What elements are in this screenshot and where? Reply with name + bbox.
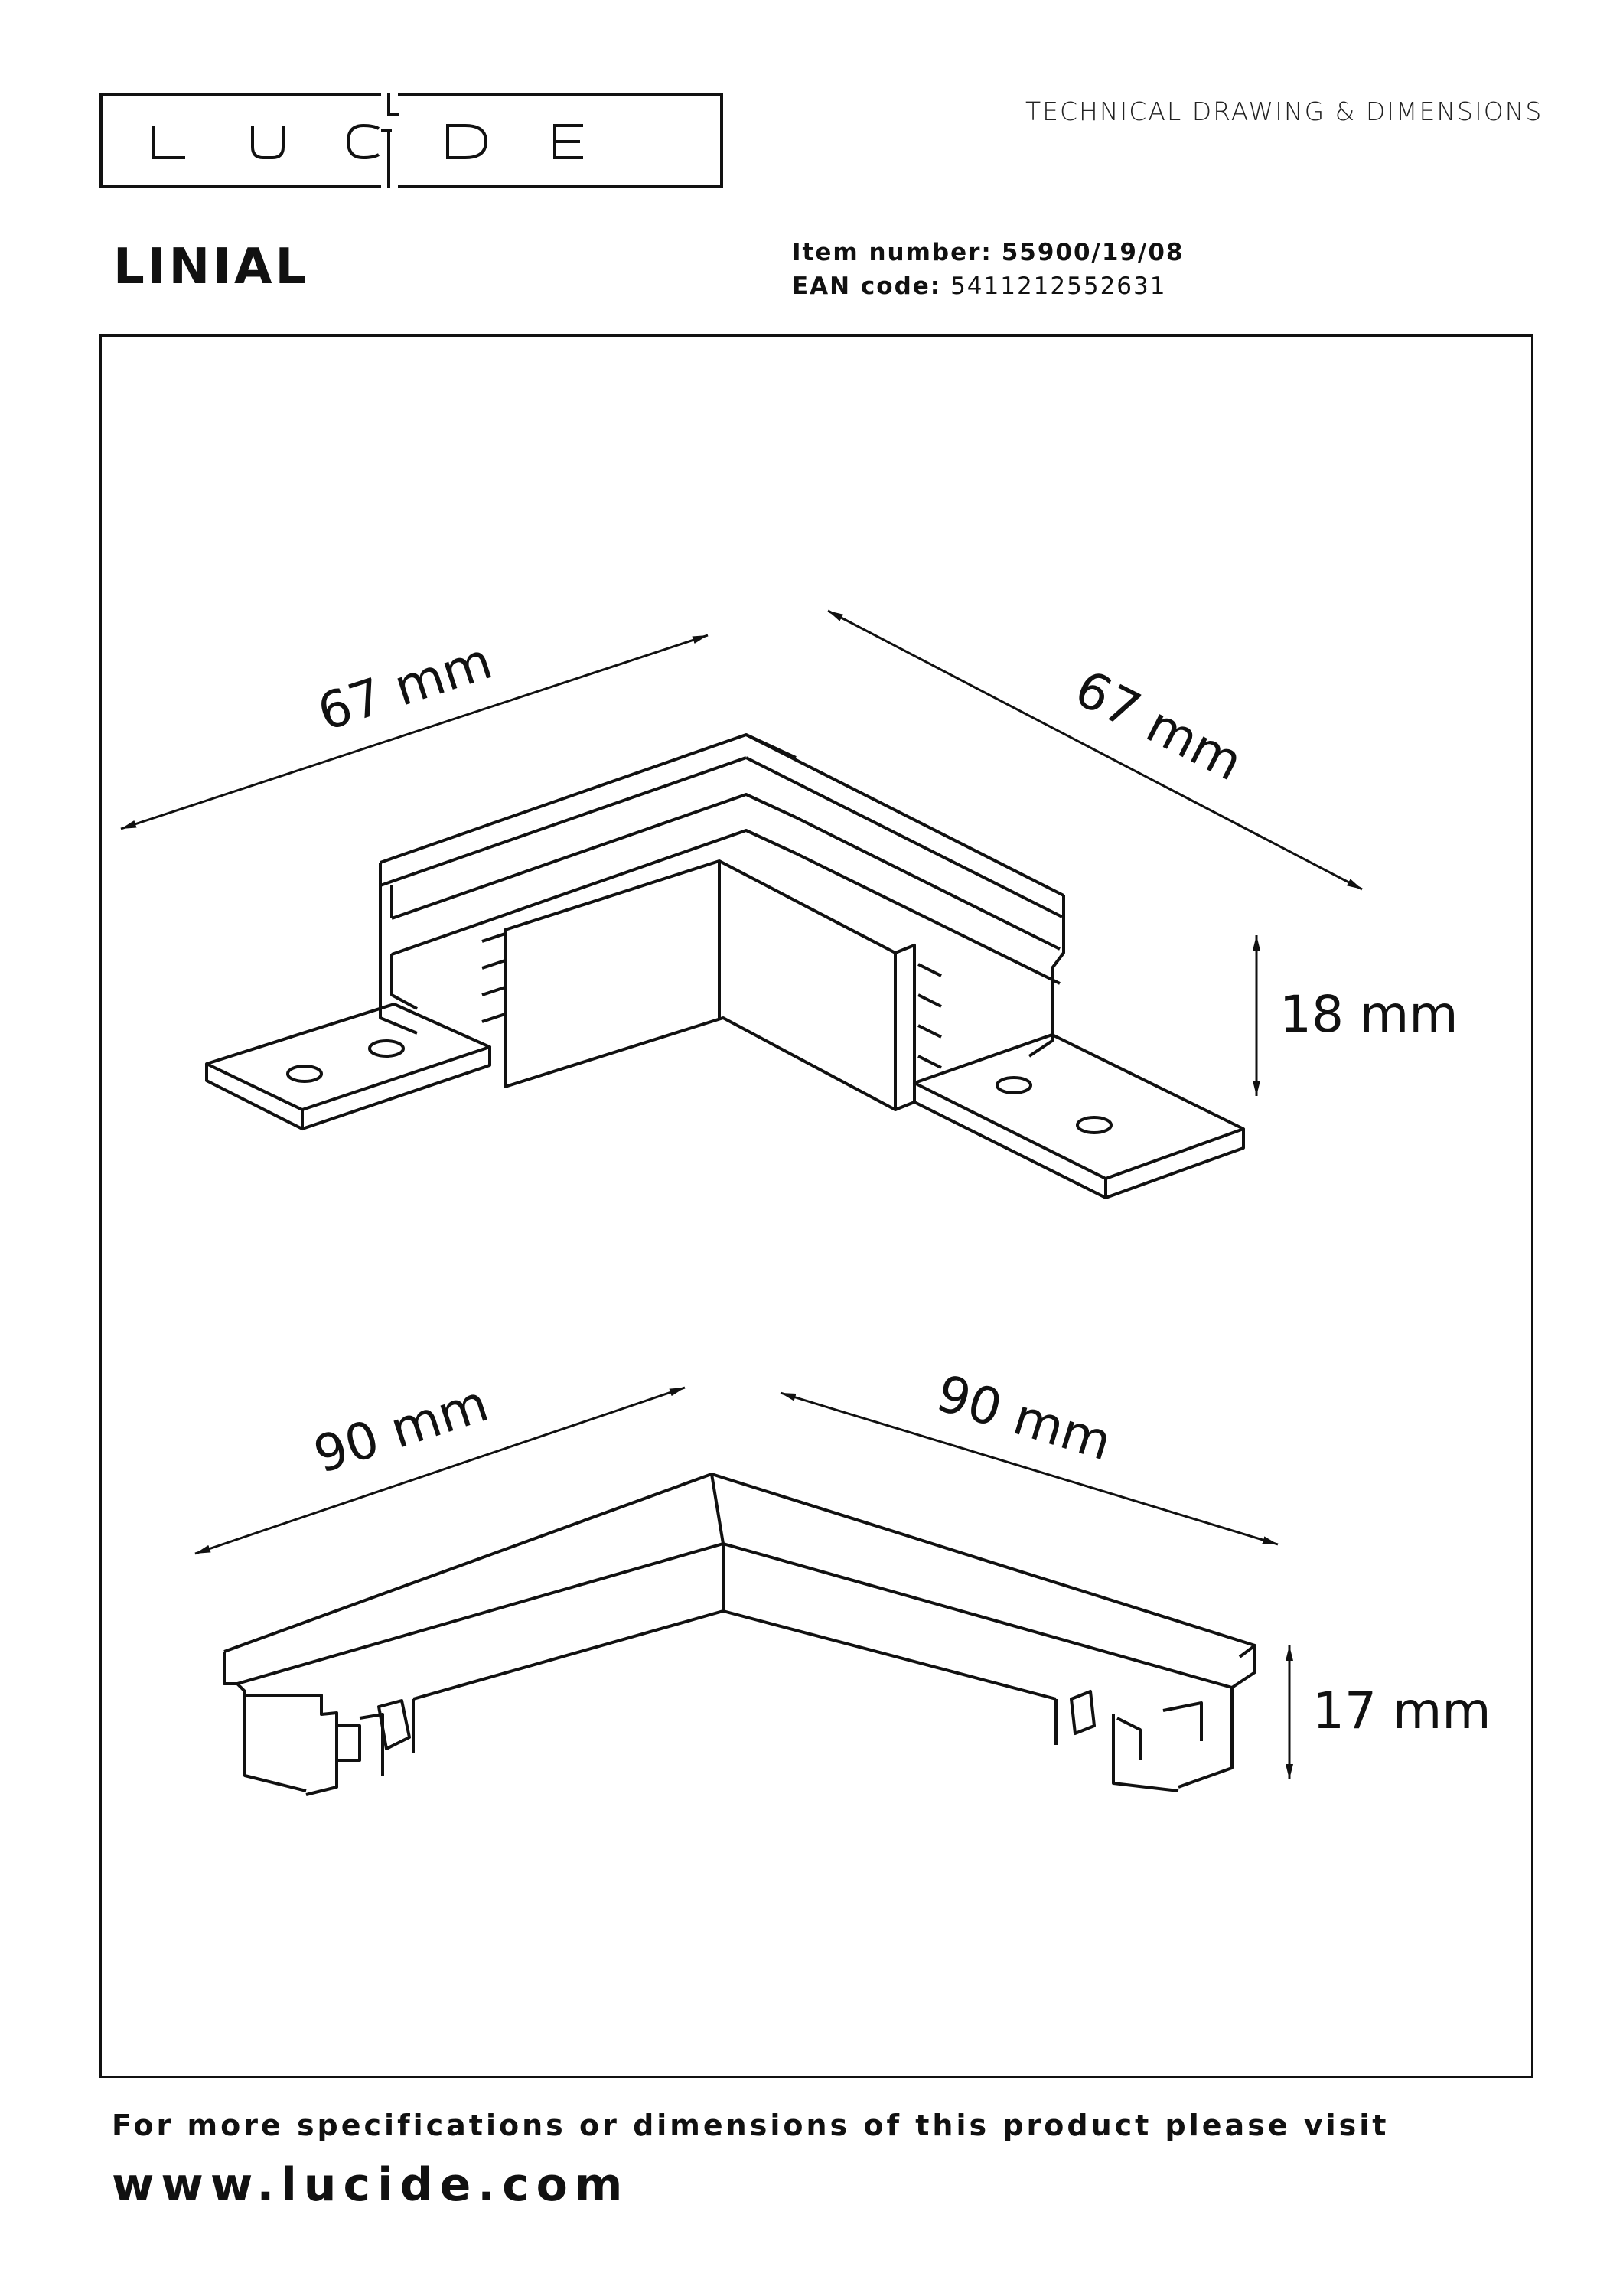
top-view-drawing <box>205 733 1245 1199</box>
product-meta: Item number: 55900/19/08 EAN code: 54112… <box>792 236 1184 303</box>
dim-label-top-left: 67 mm <box>311 631 499 742</box>
product-name: LINIAL <box>113 239 310 295</box>
drawing-frame <box>99 334 1533 2078</box>
ean-row: EAN code: 5411212552631 <box>792 269 1184 303</box>
dim-line-bottom-right <box>780 1391 1279 1546</box>
dim-line-top-right <box>827 609 1363 891</box>
ean-label: EAN code: <box>792 272 942 300</box>
document-type-title: TECHNICAL DRAWING & DIMENSIONS <box>1025 96 1543 126</box>
dim-label-bottom-left: 90 mm <box>307 1374 495 1485</box>
website-link[interactable]: www.lucide.com <box>112 2158 630 2212</box>
dim-line-top-left <box>120 634 709 830</box>
lucide-logo <box>99 93 723 188</box>
item-number-row: Item number: 55900/19/08 <box>792 236 1184 269</box>
dim-label-bottom-right: 90 mm <box>930 1364 1118 1473</box>
dimension-lines <box>120 609 1363 1779</box>
dim-label-bottom-height: 17 mm <box>1312 1681 1491 1740</box>
item-number-value: 55900/19/08 <box>1001 239 1185 266</box>
footer-info-text: For more specifications or dimensions of… <box>112 2108 1390 2142</box>
ean-value: 5411212552631 <box>950 272 1167 300</box>
dim-line-bottom-left <box>194 1386 686 1555</box>
dim-label-top-right: 67 mm <box>1066 659 1252 793</box>
bottom-view-drawing <box>223 1473 1256 1796</box>
item-number-label: Item number: <box>792 239 992 266</box>
dimension-labels: 67 mm 67 mm 18 mm 90 mm 90 mm 17 mm <box>307 631 1491 1740</box>
dim-label-top-height: 18 mm <box>1279 985 1458 1044</box>
